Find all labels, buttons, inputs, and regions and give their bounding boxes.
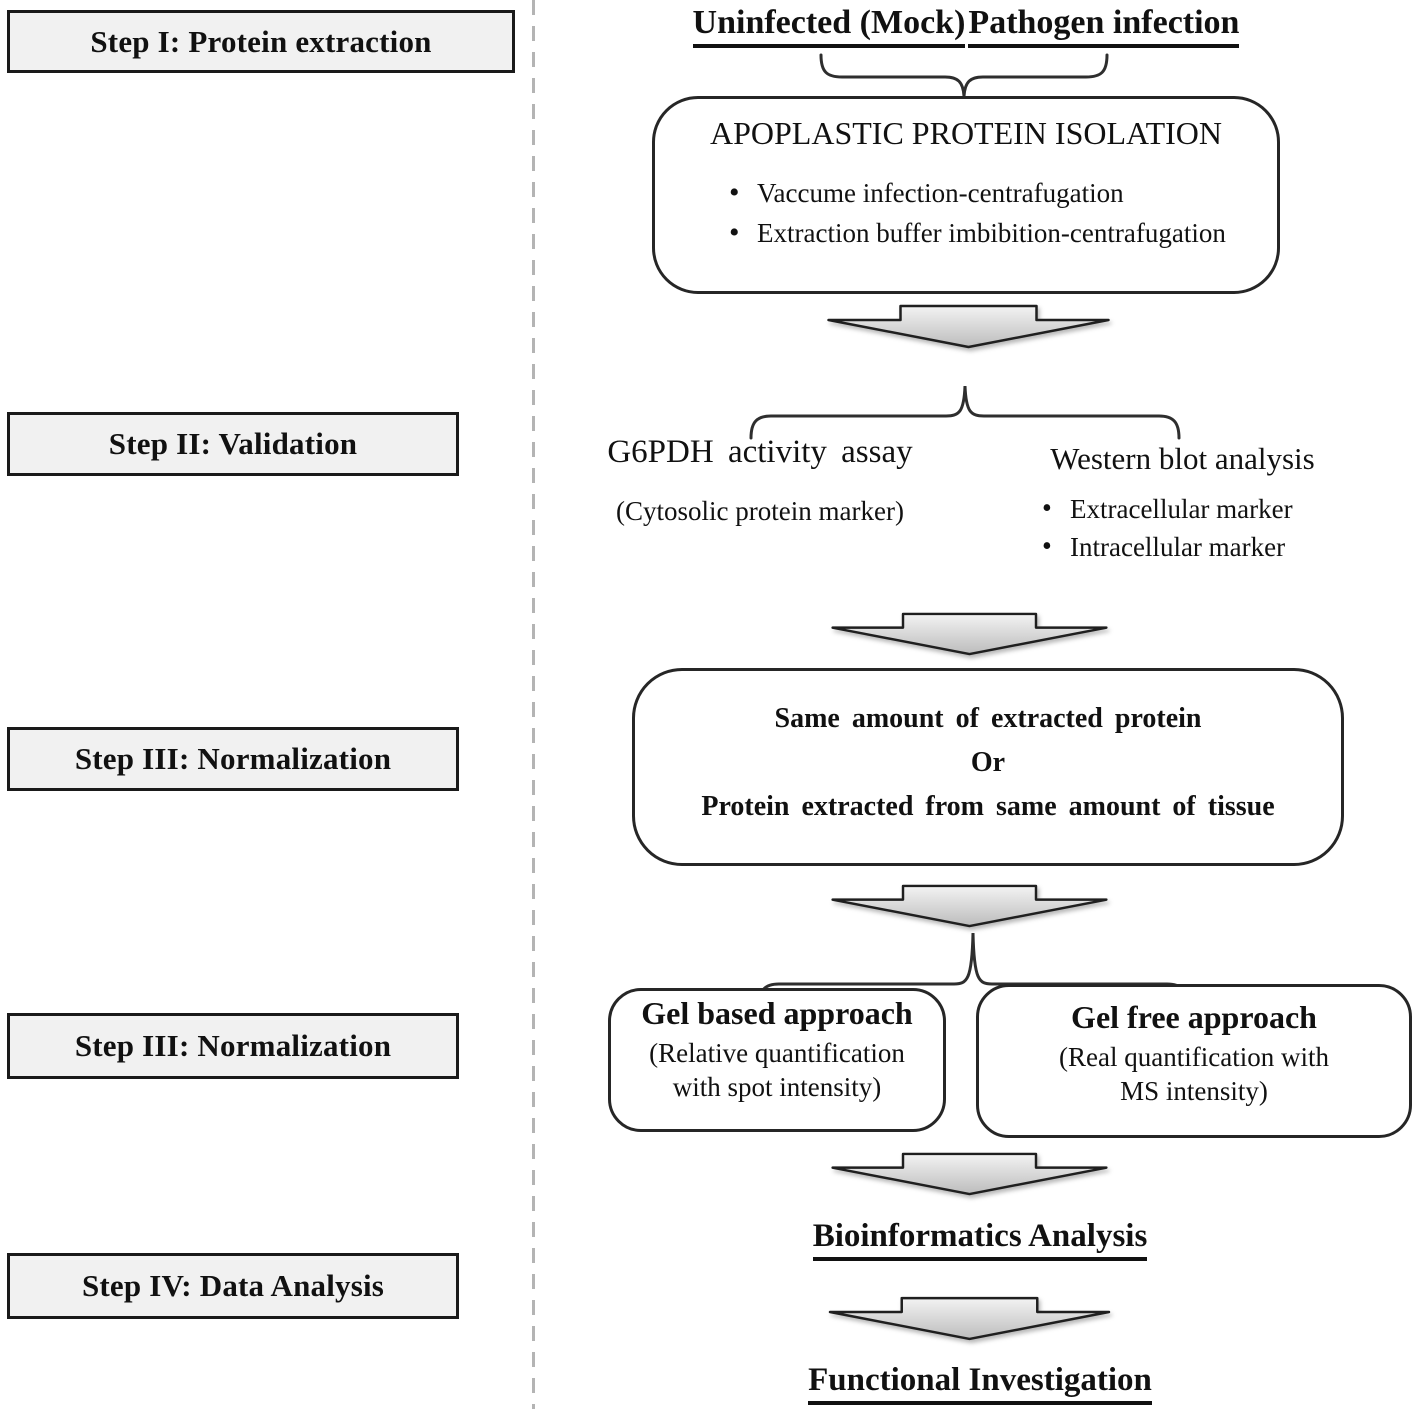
pathogen-label: Pathogen infection: [968, 4, 1240, 48]
gel-free-note-line-2: MS intensity): [1120, 1076, 1268, 1107]
normalization-line-2: Or: [970, 747, 1006, 779]
step-label-text: Step I: Protein extraction: [90, 23, 432, 59]
bullet-text: Vaccume infection-centrafugation: [757, 178, 1124, 208]
gel-free-box: Gel free approach (Real quantification w…: [976, 984, 1412, 1138]
down-arrow-icon: [831, 884, 1108, 928]
dashed-divider: [532, 0, 535, 1409]
gel-free-note-line-1: (Real quantification with: [1059, 1041, 1329, 1072]
list-item: Intracellular marker: [1042, 531, 1372, 563]
list-item: Extracellular marker: [1042, 493, 1372, 525]
step-label-text: Step IV: Data Analysis: [81, 1268, 385, 1303]
functional-investigation-text: Functional Investigation: [808, 1362, 1152, 1405]
step-label-text: Step III: Normalization: [74, 741, 392, 776]
isolation-title: APOPLASTIC PROTEIN ISOLATION: [709, 115, 1222, 151]
down-arrow-icon: [831, 1152, 1108, 1196]
down-arrow-icon: [827, 304, 1110, 349]
normalization-line-3: Protein extracted from same amount of ti…: [701, 791, 1275, 823]
g6pdh-assay-note: (Cytosolic protein marker): [616, 496, 904, 526]
brace-down-icon: [819, 53, 1109, 97]
gel-based-title: Gel based approach: [641, 995, 913, 1031]
step-label-text: Step III: Normalization: [74, 1028, 392, 1063]
step-label-text: Step II: Validation: [108, 426, 358, 461]
isolation-bullet-list: Vaccume infection-centrafugation Extract…: [727, 176, 1277, 250]
down-arrow-icon: [831, 612, 1108, 656]
gel-based-box: Gel based approach (Relative quantificat…: [608, 988, 946, 1132]
bioinformatics-label: Bioinformatics Analysis: [680, 1218, 1280, 1261]
normalization-line-1: Same amount of extracted protein: [774, 703, 1202, 734]
gel-based-note-line-2: with spot intensity): [672, 1072, 882, 1103]
western-bullet-list: Extracellular marker Intracellular marke…: [1042, 493, 1372, 570]
step-label-3: Step III: Normalization: [7, 727, 459, 791]
step-label-5: Step IV: Data Analysis: [7, 1253, 459, 1319]
down-arrow-icon: [828, 1296, 1111, 1341]
bullet-text: Extracellular marker: [1070, 494, 1293, 524]
uninfected-label: Uninfected (Mock): [692, 4, 966, 48]
bullet-text: Intracellular marker: [1070, 532, 1286, 562]
isolation-box: APOPLASTIC PROTEIN ISOLATION Vaccume inf…: [652, 96, 1280, 294]
functional-investigation-label: Functional Investigation: [680, 1362, 1280, 1405]
step-label-4: Step III: Normalization: [7, 1013, 459, 1079]
brace-up-icon: [749, 385, 1181, 440]
list-item: Extraction buffer imbibition-centrafugat…: [727, 216, 1277, 250]
bullet-text: Extraction buffer imbibition-centrafugat…: [757, 218, 1226, 248]
normalization-box: Same amount of extracted protein Or Prot…: [632, 668, 1344, 866]
western-blot-title: Western blot analysis: [1050, 441, 1315, 476]
list-item: Vaccume infection-centrafugation: [727, 176, 1277, 210]
step-label-1: Step I: Protein extraction: [7, 10, 515, 73]
gel-free-note: (Real quantification with MS intensity): [979, 1040, 1409, 1109]
step-label-2: Step II: Validation: [7, 412, 459, 476]
g6pdh-assay-title: G6PDH activity assay: [607, 434, 913, 470]
gel-based-note-line-1: (Relative quantification: [649, 1037, 905, 1068]
bioinformatics-text: Bioinformatics Analysis: [812, 1218, 1148, 1261]
gel-based-note: (Relative quantification with spot inten…: [611, 1036, 943, 1105]
conditions-title: Uninfected (Mock)Pathogen infection: [648, 4, 1284, 48]
gel-free-title: Gel free approach: [1071, 999, 1317, 1035]
